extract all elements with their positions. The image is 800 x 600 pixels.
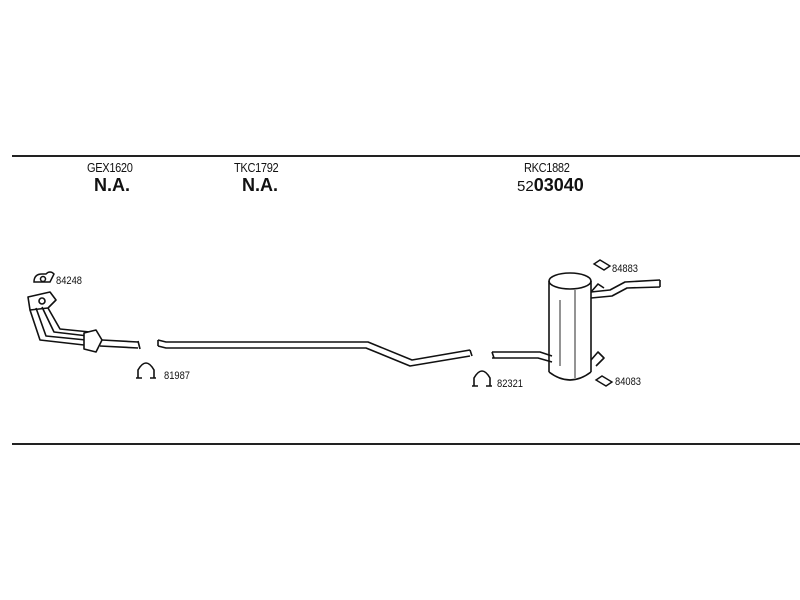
fitting-label-hanger-top: 84883	[612, 263, 639, 275]
part-number-front-pipe: N.A.	[94, 175, 130, 195]
clamp-icon-rear	[472, 370, 492, 387]
rear-silencer-drawing	[491, 272, 661, 381]
middle-pipe-drawing	[157, 339, 473, 367]
gasket-icon	[33, 271, 55, 283]
top-divider-line	[12, 155, 800, 157]
fitting-label-hanger-bottom: 84083	[615, 376, 642, 388]
hanger-icon-top	[592, 259, 612, 271]
fitting-label-gasket: 84248	[56, 275, 83, 287]
part-number-rear-silencer: 5203040	[517, 175, 584, 196]
clamp-icon-front	[136, 362, 156, 379]
fitting-label-clamp-front: 81987	[164, 370, 191, 382]
part-code-front-pipe: GEX1620	[87, 160, 133, 175]
part-code-rear-silencer: RKC1882	[524, 160, 570, 175]
part-number-prefix: 52	[517, 178, 534, 195]
fitting-label-clamp-rear: 82321	[497, 378, 524, 390]
front-pipe-drawing	[27, 291, 141, 353]
part-number-middle-pipe: N.A.	[242, 175, 278, 195]
hanger-icon-bottom	[594, 375, 614, 387]
part-number-main: 03040	[533, 175, 584, 195]
bottom-divider-line	[12, 443, 800, 445]
part-code-middle-pipe: TKC1792	[234, 160, 279, 175]
